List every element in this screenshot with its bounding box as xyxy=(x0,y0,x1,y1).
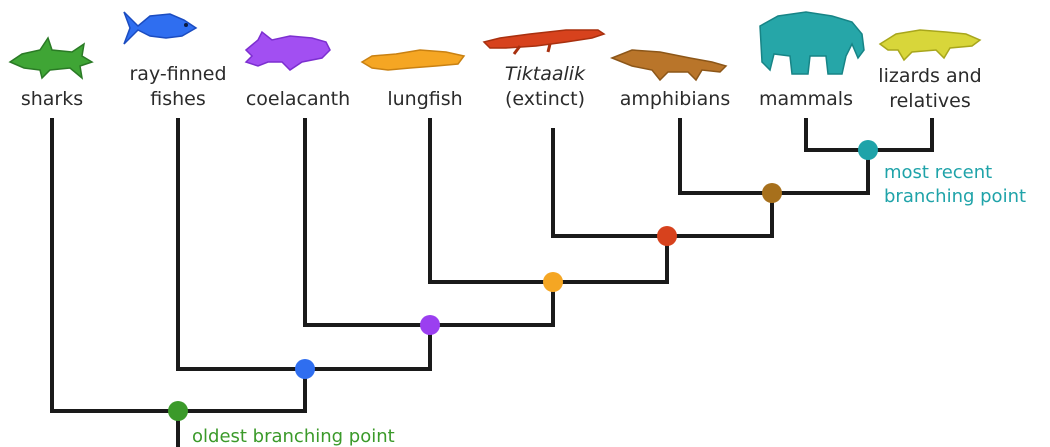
shark-icon xyxy=(10,38,92,78)
branching-node-recent xyxy=(858,140,878,160)
branching-node-amphibians xyxy=(762,183,782,203)
taxon-label-coelacanth: coelacanth xyxy=(246,88,350,110)
taxon-label-lungfish: lungfish xyxy=(387,88,462,110)
coelacanth-icon xyxy=(246,32,330,70)
elephant-icon xyxy=(760,12,864,74)
branching-node-ray-finned xyxy=(295,359,315,379)
taxon-label-sharks: sharks xyxy=(21,88,83,110)
amphibian-icon xyxy=(612,50,726,80)
taxon-label-mammals: mammals xyxy=(759,88,853,110)
taxon-label-lizards: lizards and xyxy=(878,65,981,87)
branching-node-oldest xyxy=(168,401,188,421)
tiktaalik-icon xyxy=(484,30,604,54)
taxon-label-tiktaalik: Tiktaalik xyxy=(505,63,586,85)
taxon-label-relatives: relatives xyxy=(889,90,971,112)
lungfish-icon xyxy=(362,50,464,70)
branching-node-tiktaalik xyxy=(657,226,677,246)
callout-branching-point: branching point xyxy=(884,186,1026,207)
callout-oldest-branching-point: oldest branching point xyxy=(192,426,395,447)
tree-branches xyxy=(52,120,932,447)
taxon-label-amphibians: amphibians xyxy=(620,88,730,110)
taxon-label-extinct: (extinct) xyxy=(505,88,585,110)
branching-node-lungfish xyxy=(543,272,563,292)
branching-node-coelacanth xyxy=(420,315,440,335)
ray-finned-fish-icon xyxy=(124,12,196,44)
lizard-icon xyxy=(880,30,980,60)
callout-most-recent: most recent xyxy=(884,162,992,183)
taxon-label-fishes: fishes xyxy=(150,88,206,110)
taxon-label-ray-finned: ray-finned xyxy=(129,63,226,85)
